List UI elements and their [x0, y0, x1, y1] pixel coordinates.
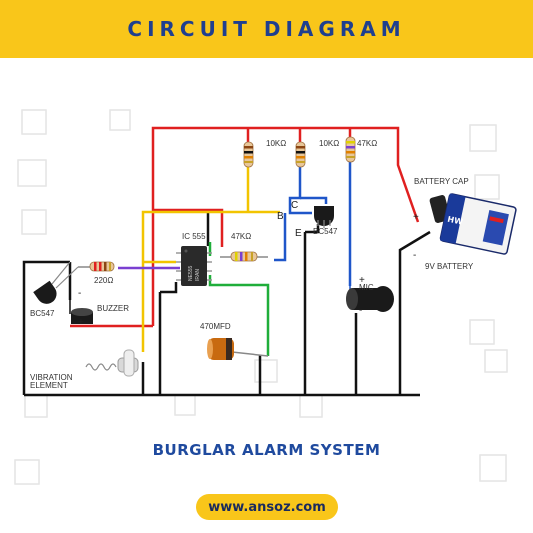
resistor-r4	[220, 251, 268, 262]
resistor-r5	[78, 261, 115, 272]
label-buzzer-minus: -	[78, 288, 81, 299]
circuit-subtitle: BURGLAR ALARM SYSTEM	[152, 441, 381, 459]
wires-yellow	[141, 165, 280, 352]
label-capacitor: 470MFD	[200, 322, 231, 331]
chip-marking-1: NE555	[188, 265, 194, 281]
resistor-r1	[243, 141, 254, 168]
footer-website-badge[interactable]: www.ansoz.com	[196, 494, 338, 520]
label-vibration-2: ELEMENT	[30, 381, 68, 390]
label-vibration-1: VIBRATION	[30, 373, 73, 382]
chip-marking-2: IRAN	[195, 269, 201, 281]
background-pattern	[14, 109, 508, 485]
label-mic: MIC	[359, 283, 374, 292]
label-battery: 9V BATTERY	[425, 262, 474, 271]
label-transistor-right: BC547	[313, 227, 338, 236]
label-mic-minus: -	[359, 305, 362, 316]
label-r3: 47KΩ	[357, 139, 377, 148]
page-title: CIRCUIT DIAGRAM	[127, 17, 406, 41]
vibration-element	[85, 349, 139, 377]
label-r2: 10KΩ	[319, 139, 339, 148]
wires-black	[22, 213, 431, 397]
transistor-right	[314, 206, 334, 228]
label-ic: IC 555	[182, 232, 206, 241]
label-pin-b: B	[277, 211, 284, 222]
battery-9v	[439, 193, 517, 255]
capacitor-470mfd	[207, 338, 269, 360]
label-r5: 220Ω	[94, 276, 113, 285]
label-battery-plus: +	[413, 212, 419, 223]
label-r4: 47KΩ	[231, 232, 251, 241]
battery-brand: HW	[447, 215, 464, 227]
label-transistor-left: BC547	[30, 309, 55, 318]
buzzer	[69, 300, 93, 324]
label-battery-minus: -	[413, 250, 416, 261]
label-r1: 10KΩ	[266, 139, 286, 148]
header-banner: CIRCUIT DIAGRAM	[0, 0, 533, 58]
label-battery-cap: BATTERY CAP	[414, 177, 469, 186]
ic-555-chip	[176, 246, 212, 286]
label-buzzer-plus: +	[78, 317, 84, 328]
label-mic-plus: +	[359, 275, 365, 286]
label-pin-e: E	[295, 228, 302, 239]
resistor-r3	[345, 136, 356, 163]
website-link[interactable]: www.ansoz.com	[208, 499, 326, 515]
wires-red	[70, 126, 420, 328]
label-pin-c: C	[291, 200, 298, 211]
wires-blue	[274, 160, 352, 286]
transistor-left	[33, 261, 79, 304]
label-buzzer: BUZZER	[97, 304, 129, 313]
resistor-r2	[295, 141, 306, 168]
microphone	[346, 286, 394, 312]
